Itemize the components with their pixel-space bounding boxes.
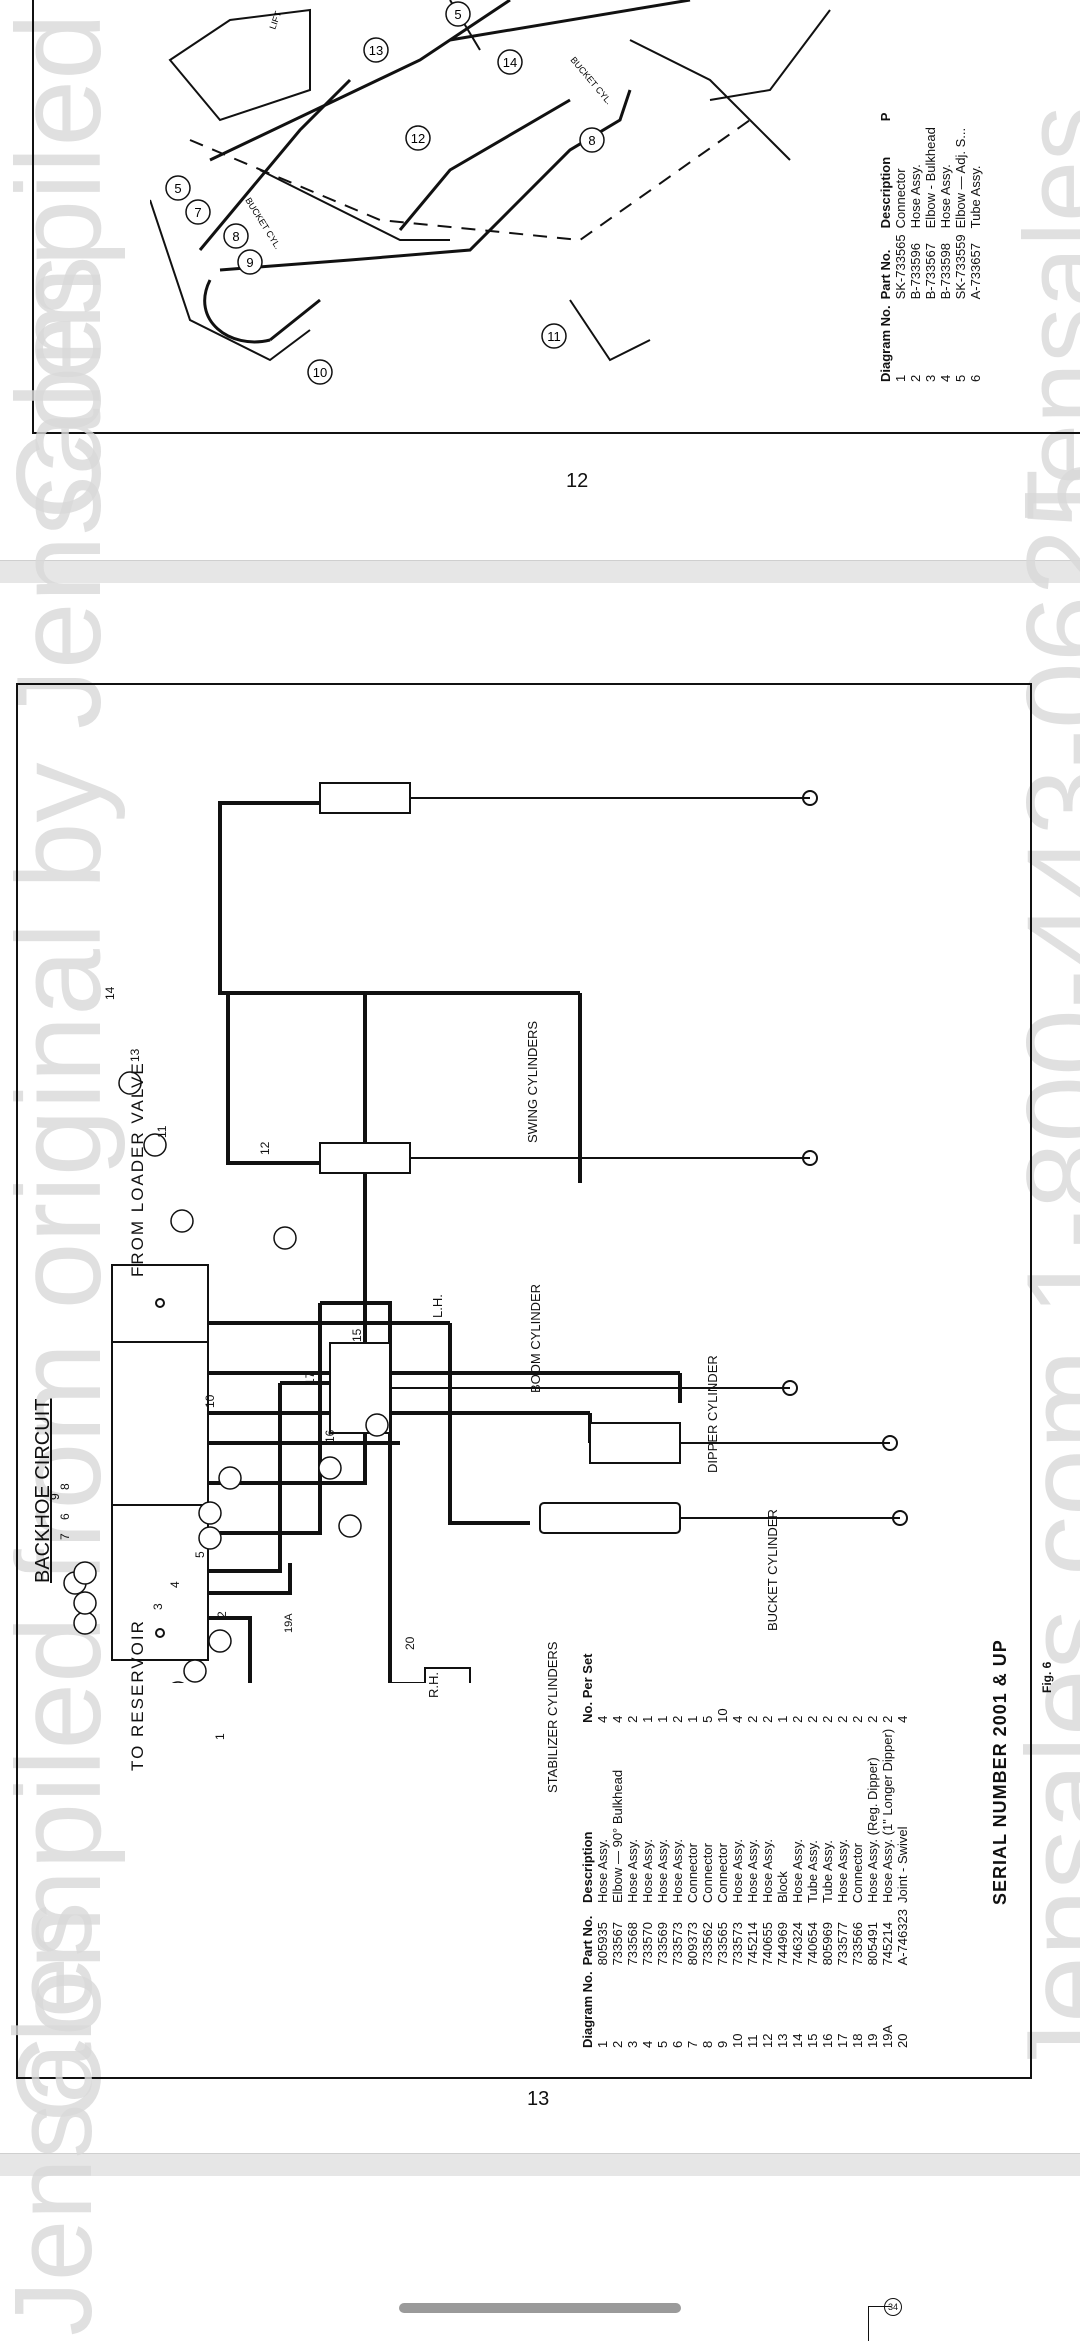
p12-callout-5b: 5 <box>454 7 461 22</box>
p12-bucket-cyl-label-2: BUCKET CYL. <box>568 55 613 107</box>
p12-callout-5: 5 <box>174 181 181 196</box>
callout-2: 2 <box>215 1611 229 1618</box>
page-13-frame <box>16 683 1032 2079</box>
callout-10: 10 <box>203 1394 217 1408</box>
callout-8: 8 <box>58 1483 72 1490</box>
p12-callout-12: 12 <box>411 131 425 146</box>
page-13-parts-table: Diagram No. Part No. Description No. Per… <box>580 1647 910 2048</box>
p12-col-part: Part No. <box>878 249 893 300</box>
rh-label: R.H. <box>426 1672 441 1698</box>
p12-col-diagram: Diagram No. <box>878 305 893 382</box>
p12-bucket-cyl-label: BUCKET CYL. <box>243 196 283 251</box>
page-12-number: 12 <box>566 470 589 492</box>
backhoe-circuit-diagram <box>63 782 908 1683</box>
swing-cylinders-label: SWING CYLINDERS <box>525 1020 540 1143</box>
p12-callout-8: 8 <box>232 229 239 244</box>
page-14-line <box>868 2306 891 2341</box>
fig-label: Fig. 6 <box>1040 1661 1054 1693</box>
boom-cylinder-label: BOOM CYLINDER <box>528 1283 543 1393</box>
page-12-diagram: 5 7 8 9 10 13 14 12 8 11 5 BUCKET CYL. B… <box>150 0 831 385</box>
p12-callout-9: 9 <box>246 255 253 270</box>
p12-lift-label: LIFT <box>267 9 283 30</box>
callout-3: 3 <box>151 1603 165 1610</box>
home-indicator[interactable] <box>399 2303 681 2313</box>
p13-col-part: Part No. <box>580 1915 595 1966</box>
callout-6: 6 <box>58 1513 72 1520</box>
page-14: Jensales 34 <box>0 1902 1080 2341</box>
p12-callout-14: 14 <box>503 55 517 70</box>
page-13: Compiled from original by Jensales Jensa… <box>0 256 1080 2153</box>
from-loader-valve-label: FROM LOADER VALVE <box>128 1061 147 1277</box>
callout-17: 17 <box>303 1371 317 1385</box>
callout-4: 4 <box>168 1581 182 1588</box>
serial-number-label: SERIAL NUMBER 2001 & UP <box>990 1639 1010 1905</box>
p13-col-per-set: No. Per Set <box>580 1653 595 1723</box>
p12-callout-10: 10 <box>313 365 327 380</box>
page-separator <box>0 2153 1080 2177</box>
p13-col-diagram: Diagram No. <box>580 1971 595 2048</box>
page-12-frame <box>32 0 1080 434</box>
p13-col-desc: Description <box>580 1831 595 1904</box>
callout-16: 16 <box>323 1429 337 1443</box>
dipper-cylinder-label: DIPPER CYLINDER <box>705 1355 720 1473</box>
lh-label: L.H. <box>430 1294 445 1318</box>
callout-7: 7 <box>58 1533 72 1540</box>
page-14-callout: 34 <box>884 2298 902 2316</box>
callout-11: 11 <box>155 1125 169 1138</box>
p12-col-desc: Description <box>878 156 893 229</box>
backhoe-circuit-title: BACKHOE CIRCUIT <box>32 1398 54 1583</box>
callout-1: 1 <box>213 1733 227 1740</box>
callout-13: 13 <box>128 1048 142 1062</box>
callout-12: 12 <box>258 1141 272 1155</box>
callout-9: 9 <box>48 1493 62 1500</box>
p12-callout-11: 11 <box>547 329 561 344</box>
watermark-bottom: Jensales <box>0 1901 115 2336</box>
callout-20a: 20 <box>403 1636 417 1650</box>
p12-callout-13: 13 <box>369 43 383 58</box>
p12-callout-7: 7 <box>194 205 201 220</box>
p12-callout-8b: 8 <box>588 133 595 148</box>
page-12: Compiled fro Jensales 5 7 <box>0 0 1080 560</box>
callout-5: 5 <box>193 1551 207 1558</box>
to-reservoir-label: TO RESERVOIR <box>128 1619 147 1771</box>
callout-14: 14 <box>103 986 117 1000</box>
bucket-cylinder-label: BUCKET CYLINDER <box>765 1509 780 1631</box>
callout-19a: 19A <box>283 1613 295 1633</box>
page-13-number: 13 <box>527 2088 550 2110</box>
stabilizer-cylinders-label: STABILIZER CYLINDERS <box>545 1641 560 1793</box>
page-separator <box>0 560 1080 584</box>
p12-col-p: P <box>878 112 893 122</box>
callout-15: 15 <box>350 1328 364 1342</box>
